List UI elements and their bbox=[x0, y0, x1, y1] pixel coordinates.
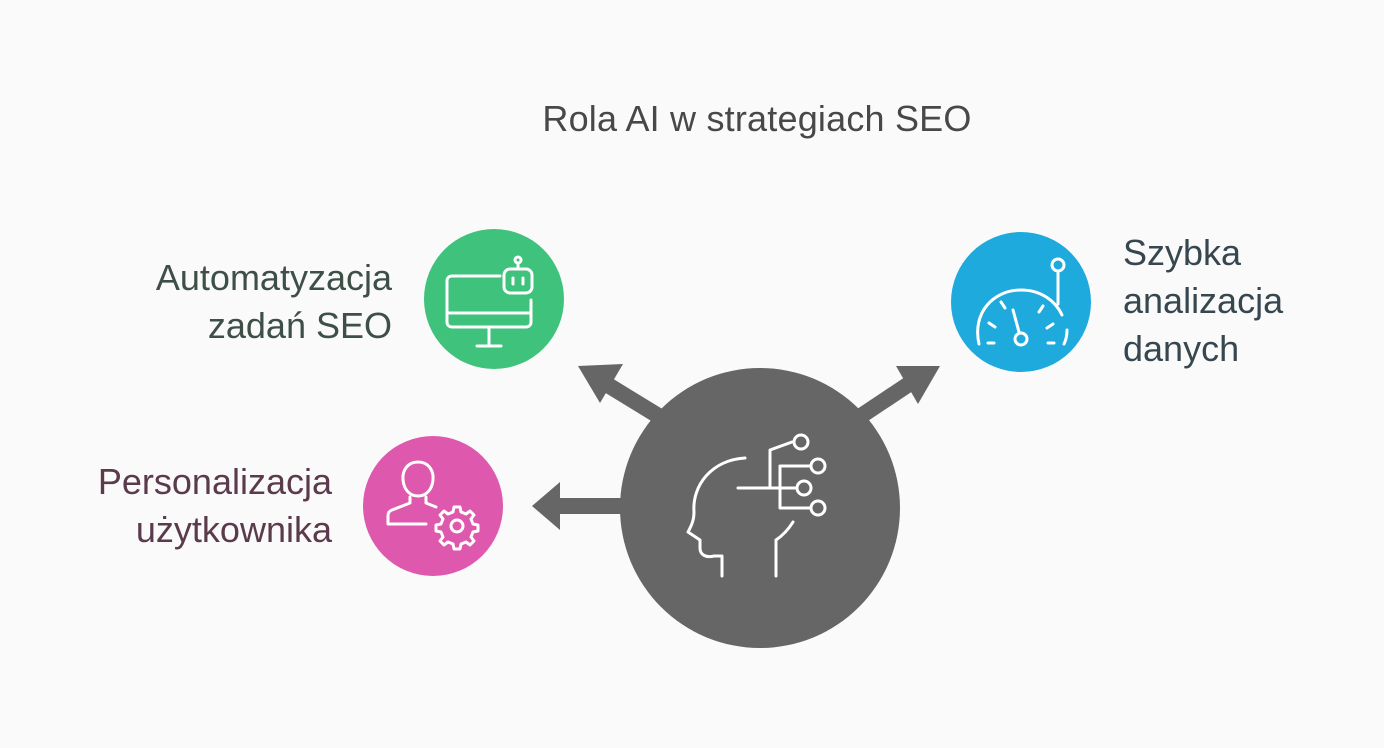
speedometer-icon bbox=[976, 257, 1069, 347]
diagram-title: Rola AI w strategiach SEO bbox=[542, 98, 972, 139]
center-node bbox=[620, 368, 900, 648]
label-analysis-line-2: analizacja bbox=[1123, 280, 1284, 321]
label-automation-line-1: Automatyzacja bbox=[155, 257, 392, 298]
label-analysis-line-3: danych bbox=[1123, 328, 1240, 369]
node-personalization bbox=[363, 436, 503, 576]
label-analysis-line-1: Szybka bbox=[1123, 232, 1242, 273]
label-personalization-line-2: użytkownika bbox=[135, 509, 332, 550]
label-automation-line-2: zadań SEO bbox=[207, 305, 392, 346]
computer-robot-icon bbox=[445, 255, 534, 348]
arrow-to-personalization bbox=[532, 482, 626, 530]
node-automation bbox=[424, 229, 564, 369]
ai-head-icon bbox=[686, 433, 827, 578]
arrows bbox=[532, 364, 940, 530]
user-gear-icon bbox=[386, 460, 480, 551]
label-personalization: Personalizacja użytkownika bbox=[98, 458, 332, 554]
label-analysis: Szybka analizacja danych bbox=[1123, 229, 1283, 373]
arrow-to-automation bbox=[578, 364, 670, 427]
label-personalization-line-1: Personalizacja bbox=[97, 461, 332, 502]
node-analysis bbox=[951, 232, 1091, 372]
arrow-to-analysis bbox=[850, 366, 940, 427]
label-automation: Automatyzacja zadań SEO bbox=[156, 254, 392, 350]
